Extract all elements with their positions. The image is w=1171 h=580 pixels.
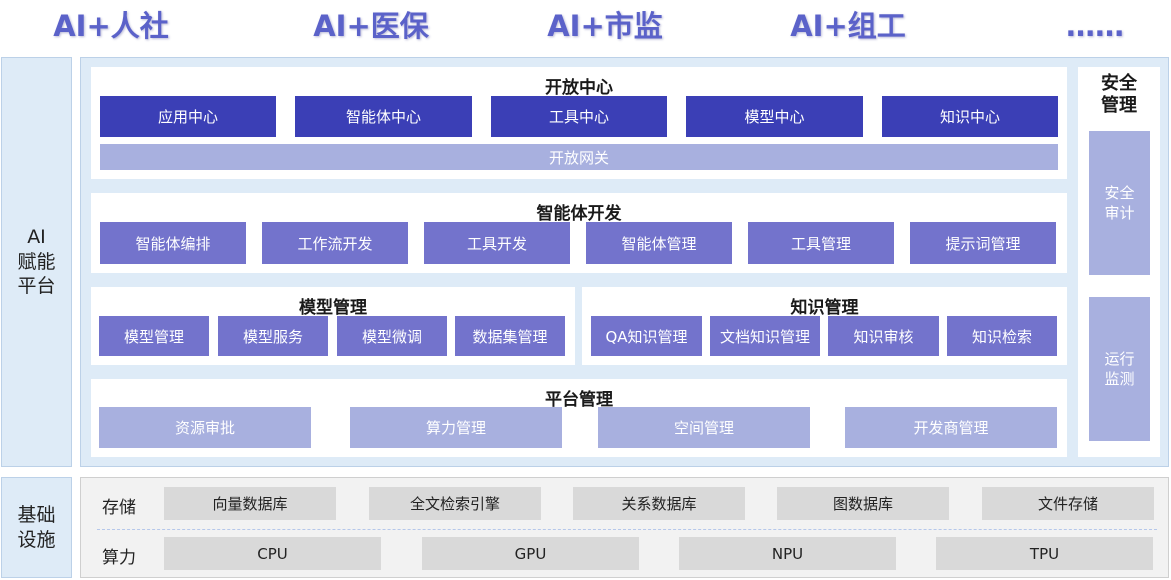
knowledge-mgmt-panel: 知识管理 QA知识管理 文档知识管理 知识审核 知识检索 [582,287,1067,365]
tool-mgmt-box: 工具管理 [748,222,894,264]
scenario-ai-hr: AI+人社 [53,9,169,43]
vector-db-box: 向量数据库 [164,487,336,520]
agent-dev-panel: 智能体开发 智能体编排 工作流开发 工具开发 智能体管理 工具管理 提示词管理 [91,193,1067,273]
knowledge-search-box: 知识检索 [947,316,1057,356]
gpu-box: GPU [422,537,639,570]
app-center-box: 应用中心 [100,96,276,137]
fulltext-engine-box: 全文检索引擎 [369,487,541,520]
developer-mgmt-box: 开发商管理 [845,407,1057,448]
model-mgmt-panel: 模型管理 模型管理 模型服务 模型微调 数据集管理 [91,287,575,365]
agent-mgmt-box: 智能体管理 [586,222,732,264]
infrastructure-label: 基础 设施 [1,477,72,578]
agent-dev-title: 智能体开发 [536,204,622,224]
model-service-box: 模型服务 [218,316,328,356]
workflow-dev-box: 工作流开发 [262,222,408,264]
qa-knowledge-box: QA知识管理 [591,316,702,356]
dataset-mgmt-box: 数据集管理 [455,316,565,356]
model-finetune-box: 模型微调 [337,316,447,356]
scenario-ai-medical-insurance: AI+医保 [313,9,429,43]
security-mgmt-panel: 安全 管理 安全 审计 运行 监测 [1078,67,1160,457]
graph-db-box: 图数据库 [777,487,949,520]
relational-db-box: 关系数据库 [573,487,745,520]
cpu-box: CPU [164,537,381,570]
space-mgmt-box: 空间管理 [598,407,810,448]
model-mgmt-title: 模型管理 [299,298,367,318]
knowledge-center-box: 知识中心 [882,96,1058,137]
open-gateway-bar: 开放网关 [100,144,1058,170]
tpu-box: TPU [936,537,1153,570]
knowledge-mgmt-title: 知识管理 [790,298,859,318]
agent-orchestration-box: 智能体编排 [100,222,246,264]
file-storage-box: 文件存储 [982,487,1154,520]
scenario-more: …… [1066,9,1124,43]
runtime-monitor-box: 运行 监测 [1089,297,1150,441]
security-audit-box: 安全 审计 [1089,131,1150,275]
platform-mgmt-panel: 平台管理 资源审批 算力管理 空间管理 开发商管理 [91,379,1067,457]
open-center-title: 开放中心 [545,78,613,98]
scenario-ai-market-supervision: AI+市监 [547,9,663,43]
resource-approval-box: 资源审批 [99,407,311,448]
security-mgmt-title: 安全 管理 [1101,73,1137,116]
platform-mgmt-title: 平台管理 [545,390,613,410]
ai-platform-label: AI 赋能 平台 [1,57,72,467]
infra-divider [97,529,1157,530]
tool-center-box: 工具中心 [491,96,667,137]
compute-label: 算力 [102,548,136,568]
tool-dev-box: 工具开发 [424,222,570,264]
storage-label: 存储 [102,498,136,518]
agent-center-box: 智能体中心 [295,96,472,137]
open-center-panel: 开放中心 应用中心 智能体中心 工具中心 模型中心 知识中心 开放网关 [91,67,1067,179]
model-center-box: 模型中心 [686,96,863,137]
compute-mgmt-box: 算力管理 [350,407,562,448]
knowledge-review-box: 知识审核 [828,316,939,356]
prompt-mgmt-box: 提示词管理 [910,222,1056,264]
doc-knowledge-box: 文档知识管理 [710,316,820,356]
scenario-ai-organization: AI+组工 [790,9,906,43]
model-mgmt-box: 模型管理 [99,316,209,356]
npu-box: NPU [679,537,896,570]
